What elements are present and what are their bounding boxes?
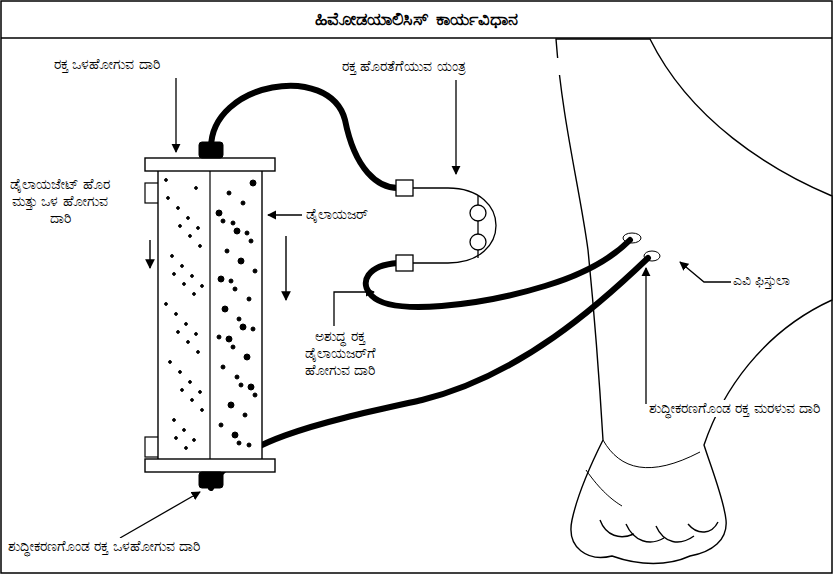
fibre-dot [237,441,241,445]
fibre-dot [226,336,232,342]
diagram-title: ಹಿಮೋಡಯಾಲಿಸಿಸ್ ಕಾರ್ಯವಿಧಾನ [4,8,829,30]
fibre-dot [231,345,235,349]
fibre-dot [165,303,168,306]
fibre-dot [193,439,196,442]
fibre-dot [177,207,180,210]
leader-lines [120,78,732,538]
fibre-dot [227,191,231,195]
part-label: ಅಶುದ್ಧ ರಕ್ತ ಡೈಲಾಯಜರ್‌ಗೆ ಹೋಗುವ ದಾರಿ [290,328,390,378]
title-rule [1,37,832,39]
fibre-dot [199,245,202,248]
fibre-dot [237,317,241,321]
part-label: ಎವಿ ಫಿಸ್ತುಲಾ [731,272,829,289]
fibre-dot [245,231,249,235]
fibre-dot [197,227,200,230]
fibre-dot [181,389,184,392]
part-label: ರಕ್ತ ಹೊರತೆಗೆಯುವ ಯಂತ್ರ [340,58,594,75]
fibre-dot [233,287,237,291]
fibre-dot [191,275,194,278]
fibre-dot [217,335,221,339]
fibre-dot [240,324,246,330]
fibre-dot [185,447,188,450]
flow-arrows [150,236,286,300]
fibre-dot [247,443,251,447]
fibre-dot [199,391,202,394]
fibre-dot [185,323,188,326]
fibre-dot [247,297,251,301]
fibre-dot [248,384,254,390]
fibre-dot [251,327,255,331]
fibre-dot [221,365,225,369]
fibre-dot [228,402,234,408]
fibre-dot [241,201,245,205]
fibre-dot [177,331,180,334]
fibre-dot [179,225,182,228]
fibre-dot [171,255,174,258]
fibre-dot [225,249,229,253]
fibre-dot [183,283,186,286]
fibre-dot [165,179,168,182]
fibre-dot [250,180,256,186]
fibre-dot [175,313,178,316]
fibre-dot [253,269,257,273]
fibre-dot [201,285,204,288]
fibre-dot [167,197,170,200]
fibre-dot [221,219,225,223]
fibre-dot [238,258,244,264]
fibre-dot [229,279,233,283]
fibre-dot [169,361,172,364]
blood-pump [396,180,496,271]
fibre-dot [175,437,178,440]
fibre-dot [179,371,182,374]
fibre-dot [193,293,196,296]
fibre-dot [189,381,192,384]
fibre-dot [197,351,200,354]
fibre-dot [189,235,192,238]
fibre-dot [218,276,224,282]
fibre-dot [181,265,184,268]
fibre-dot [231,221,235,225]
part-label: ಶುದ್ಧೀಕರಣಗೊಂಡ ರಕ್ತ ಒಳಹೋಗುವ ದಾರಿ [6,538,370,555]
fibre-dot [243,413,247,417]
fibre-dot [173,273,176,276]
fibre-dot [187,217,190,220]
part-label: ಶುದ್ಧೀಕರಣಗೊಂಡ ರಕ್ತ ಮರಳುವ ದಾರಿ [647,400,829,417]
fibre-dot [244,354,250,360]
part-label: ಡೈಲಾಯಜೇಟ್ ಹೊರ ಮತ್ತು ಒಳ ಹೋಗುವ ದಾರಿ [4,176,116,226]
fibre-dot [219,423,223,427]
fibre-dot [195,333,198,336]
fibre-dot [222,306,228,312]
fibre-dot [216,210,222,216]
fibre-dot [201,409,204,412]
part-label: ಡೈಲಾಯಜರ್ [304,206,418,223]
fibre-dot [239,383,243,387]
fibre-dot [187,341,190,344]
dialyzer [145,142,275,488]
fibre-dot [249,239,253,243]
fibre-dot [195,187,198,190]
fibre-dot [183,429,186,432]
fibre-dot [191,399,194,402]
fibre-dot [232,432,238,438]
fibre-dot [173,419,176,422]
fibre-dot [234,228,240,234]
blood-tubes [211,86,648,488]
fibre-dot [235,375,239,379]
fibre-dot [253,393,257,397]
part-label: ರಕ್ತ ಒಳಹೋಗುವ ದಾರಿ [52,56,306,73]
